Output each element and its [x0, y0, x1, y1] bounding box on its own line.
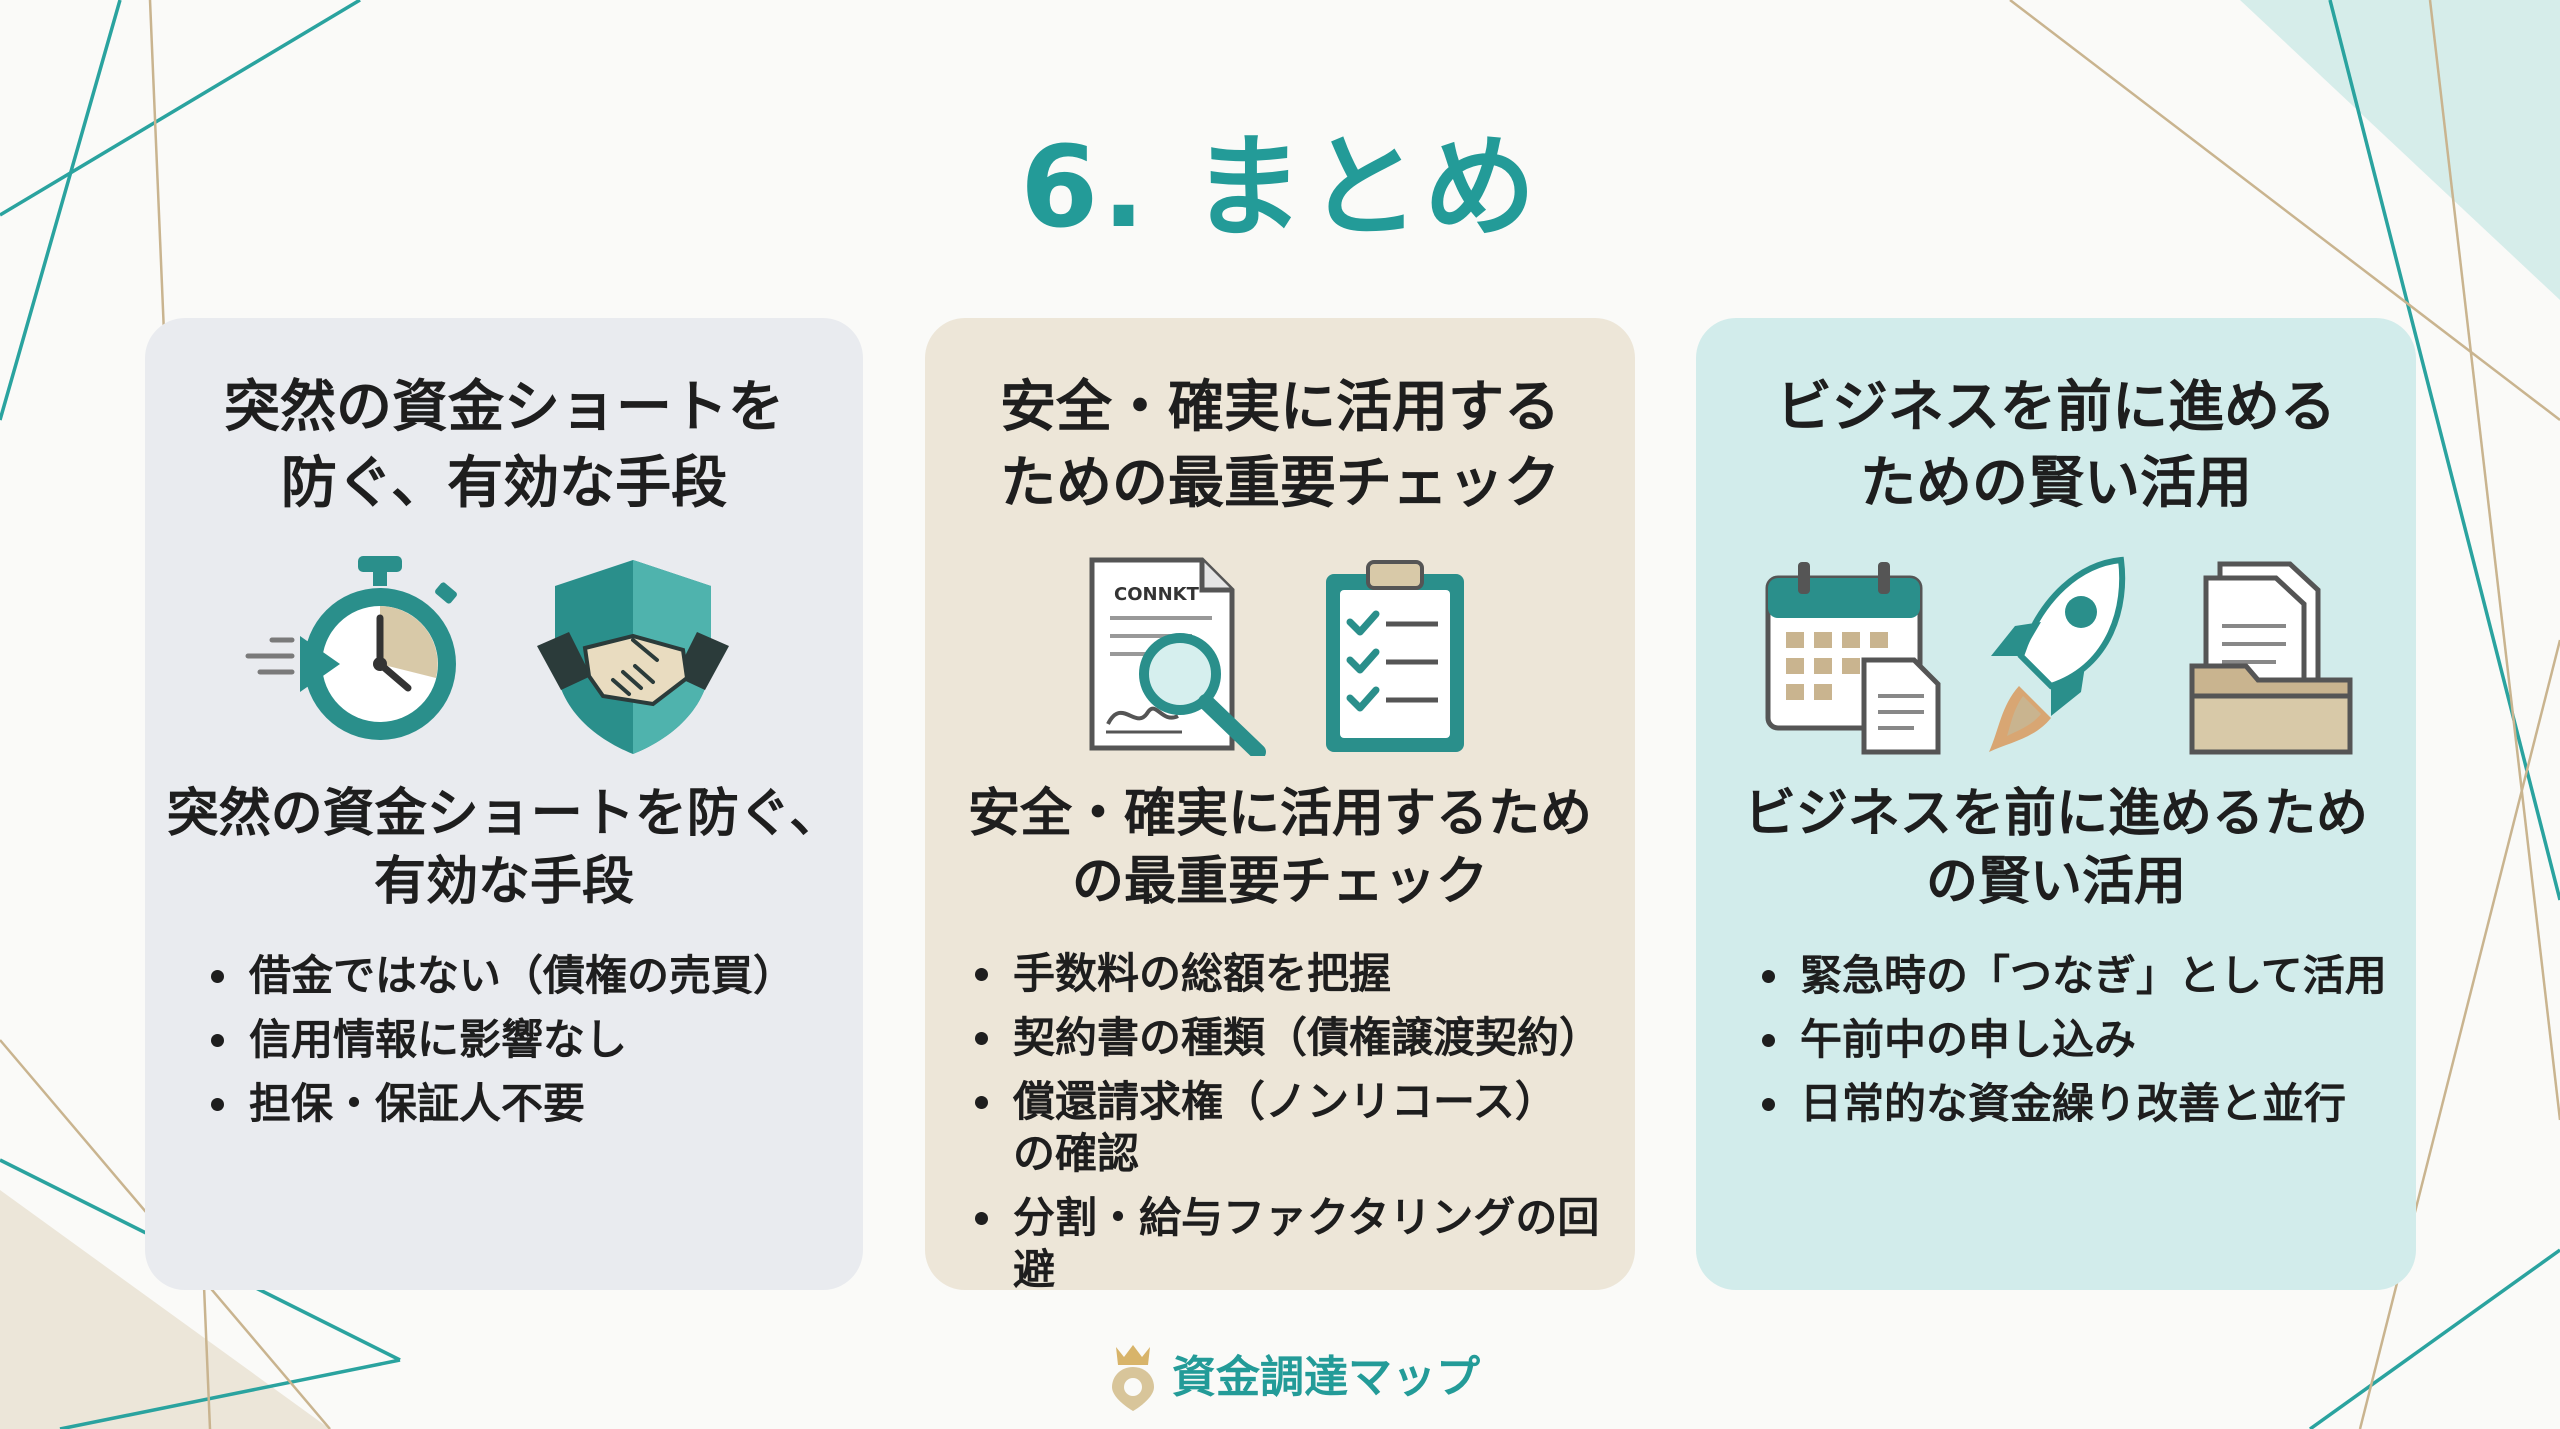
card-heading-line: ための賢い活用 [1860, 451, 2252, 516]
card-subheading: 安全・確実に活用するため の最重要チェック [925, 780, 1635, 916]
card-subheading-line: の賢い活用 [1925, 852, 2186, 912]
clipboard-checklist-icon [1326, 560, 1464, 752]
card-heading: 安全・確実に活用する ための最重要チェック [925, 370, 1635, 522]
card-subheading: ビジネスを前に進めるため の賢い活用 [1696, 780, 2416, 916]
list-item: 償還請求権（ノンリコース）の確認 [969, 1076, 1583, 1180]
card-heading-line: 突然の資金ショートを [224, 375, 784, 440]
bullet-list: 手数料の総額を把握 契約書の種類（債権譲渡契約） 償還請求権（ノンリコース）の確… [969, 948, 1619, 1308]
list-item: 午前中の申し込み [1756, 1014, 2406, 1066]
card-heading-line: 防ぐ、有効な手段 [280, 451, 728, 516]
summary-card-smart-use: ビジネスを前に進める ための賢い活用 [1696, 318, 2416, 1290]
bullet-list: 緊急時の「つなぎ」として活用 午前中の申し込み 日常的な資金繰り改善と並行 [1756, 950, 2406, 1142]
list-item: 契約書の種類（債権譲渡契約） [969, 1012, 1619, 1064]
list-item: 手数料の総額を把握 [969, 948, 1619, 1000]
card-subheading-line: ビジネスを前に進めるため [1743, 784, 2368, 844]
footer-brand: 資金調達マップ [1172, 1352, 1480, 1403]
card-icons [145, 556, 863, 756]
contract-label: CONNKT [1114, 584, 1200, 605]
summary-card-key-checks: 安全・確実に活用する ための最重要チェック CONNKT 安全・確実に活用するた… [925, 318, 1635, 1294]
calendar-document-icon [1765, 562, 1941, 755]
map-pin-crown-logo [1112, 1345, 1154, 1411]
list-item: 借金ではない（債権の売買） [205, 950, 845, 1002]
list-item: 担保・保証人不要 [205, 1078, 845, 1130]
page-title: 6. まとめ [1020, 123, 1540, 253]
card-icons [1696, 556, 2416, 756]
card-heading-line: 安全・確実に活用する [1000, 375, 1560, 440]
stopwatch-icon [245, 556, 457, 740]
contract-magnifier-icon: CONNKT [1089, 557, 1266, 756]
rocket-icon [1989, 556, 2126, 752]
card-subheading-line: 安全・確実に活用するため [967, 784, 1592, 844]
card-subheading-line: の最重要チェック [1071, 852, 1488, 912]
card-heading: ビジネスを前に進める ための賢い活用 [1696, 370, 2416, 522]
list-item: 日常的な資金繰り改善と並行 [1756, 1078, 2406, 1130]
bullet-list: 借金ではない（債権の売買） 信用情報に影響なし 担保・保証人不要 [205, 950, 845, 1142]
list-item: 緊急時の「つなぎ」として活用 [1756, 950, 2406, 1002]
folder-documents-icon [2189, 561, 2353, 755]
summary-card-prevent-shortage: 突然の資金ショートを 防ぐ、有効な手段 [145, 318, 863, 1290]
card-heading-line: ビジネスを前に進める [1776, 375, 2336, 440]
card-heading: 突然の資金ショートを 防ぐ、有効な手段 [145, 370, 863, 522]
card-subheading: 突然の資金ショートを防ぐ、 有効な手段 [145, 780, 863, 916]
handshake-shield-icon [537, 560, 729, 754]
list-item: 信用情報に影響なし [205, 1014, 845, 1066]
list-item: 分割・給与ファクタリングの回避 [969, 1192, 1619, 1296]
card-icons: CONNKT [925, 556, 1635, 756]
card-subheading-line: 突然の資金ショートを防ぐ、 [166, 784, 842, 844]
card-subheading-line: 有効な手段 [373, 852, 634, 912]
card-heading-line: ための最重要チェック [1000, 451, 1560, 516]
